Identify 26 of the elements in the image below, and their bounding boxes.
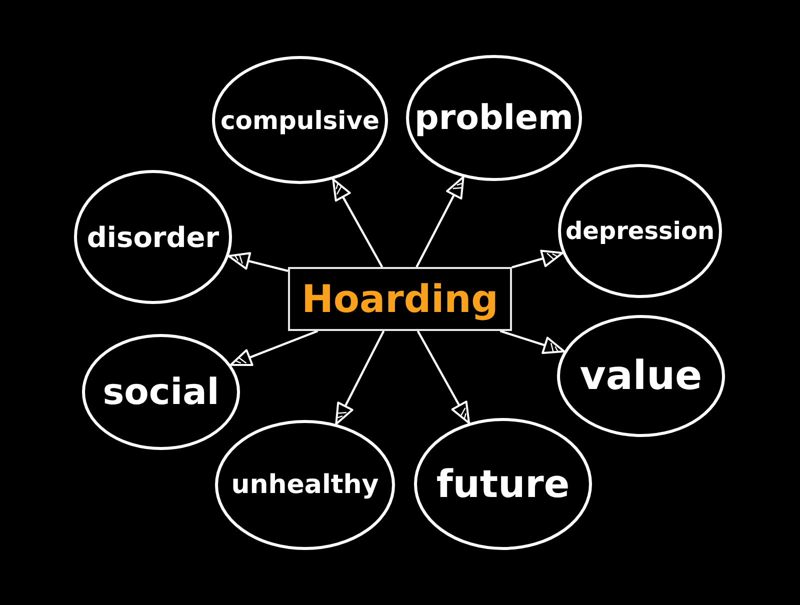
topic-ellipse — [558, 164, 722, 298]
topic-ellipse — [212, 56, 388, 184]
topic-label: future — [436, 462, 570, 506]
central-topic-box — [288, 267, 512, 331]
topic-label: value — [580, 353, 702, 399]
arrow — [228, 252, 288, 272]
central-topic-label: Hoarding — [302, 277, 498, 321]
topic-ellipse — [406, 55, 582, 181]
arrow — [500, 330, 566, 354]
topic-ellipse — [82, 334, 240, 450]
topic-ellipse — [557, 315, 725, 437]
arrow — [335, 330, 385, 426]
topic-ellipse — [414, 418, 592, 550]
topic-label: social — [102, 372, 220, 412]
topic-label: disorder — [86, 220, 220, 254]
arrow — [512, 250, 564, 268]
topic-label: unhealthy — [231, 470, 379, 500]
arrow — [332, 178, 384, 268]
arrow — [416, 176, 464, 268]
arrow — [416, 330, 470, 424]
topic-label: problem — [414, 98, 574, 138]
topic-ellipse — [74, 170, 232, 304]
topic-label: depression — [565, 217, 715, 245]
arrow — [230, 330, 318, 366]
topic-ellipse — [215, 420, 395, 550]
topic-label: compulsive — [220, 106, 380, 134]
